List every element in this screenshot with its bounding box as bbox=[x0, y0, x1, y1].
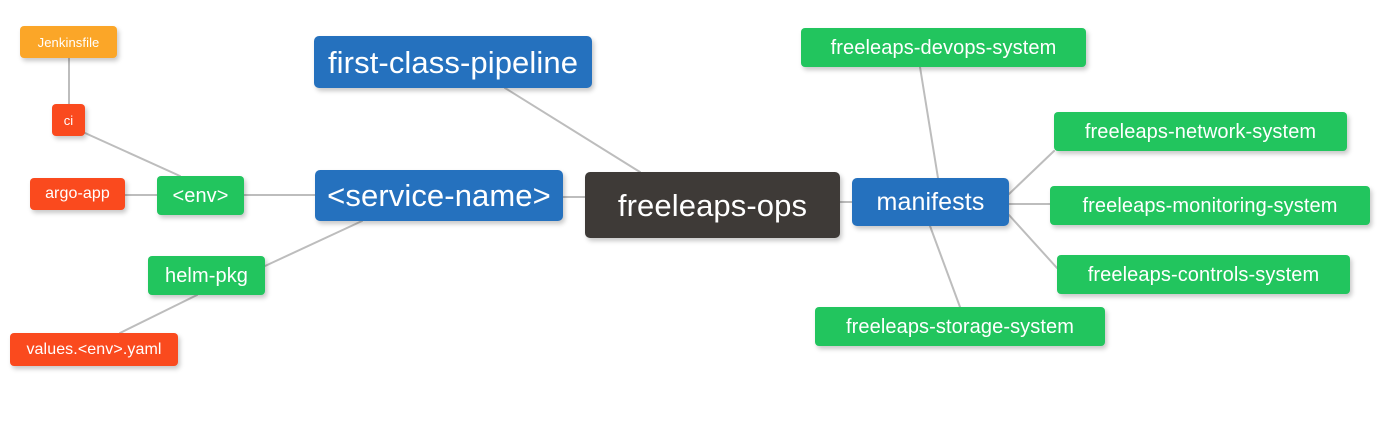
mindmap-node-ci[interactable]: ci bbox=[52, 104, 85, 136]
mindmap-node-manifests[interactable]: manifests bbox=[852, 178, 1009, 226]
mindmap-node-values-env-yaml[interactable]: values.<env>.yaml bbox=[10, 333, 178, 366]
mindmap-node-label: Jenkinsfile bbox=[37, 34, 100, 50]
mindmap-node-label: freeleaps-network-system bbox=[1084, 120, 1317, 143]
edge-service-name-to-helm-pkg bbox=[264, 220, 363, 267]
mindmap-node-jenkinsfile[interactable]: Jenkinsfile bbox=[20, 26, 117, 58]
mindmap-node-label: values.<env>.yaml bbox=[26, 340, 162, 358]
mindmap-node-label: freeleaps-devops-system bbox=[830, 36, 1057, 59]
mindmap-node-freeleaps-storage-system[interactable]: freeleaps-storage-system bbox=[815, 307, 1105, 346]
mindmap-node-service-name[interactable]: <service-name> bbox=[315, 170, 563, 221]
edge-helm-pkg-to-values-env-yaml bbox=[119, 294, 198, 334]
mindmap-node-freeleaps-network-system[interactable]: freeleaps-network-system bbox=[1054, 112, 1347, 151]
mindmap-node-label: <service-name> bbox=[327, 178, 551, 213]
mindmap-node-freeleaps-ops[interactable]: freeleaps-ops bbox=[585, 172, 840, 238]
mindmap-node-label: argo-app bbox=[45, 185, 110, 202]
mindmap-node-freeleaps-monitoring-system[interactable]: freeleaps-monitoring-system bbox=[1050, 186, 1370, 225]
edge-manifests-to-freeleaps-devops-system bbox=[919, 66, 939, 179]
edge-first-class-pipeline-to-freeleaps-ops bbox=[504, 87, 641, 173]
edge-manifests-to-freeleaps-network-system bbox=[1008, 150, 1055, 195]
mindmap-node-argo-app[interactable]: argo-app bbox=[30, 178, 125, 210]
mindmap-node-label: freeleaps-controls-system bbox=[1087, 263, 1320, 286]
mindmap-node-label: <env> bbox=[172, 184, 229, 207]
mindmap-node-label: ci bbox=[63, 112, 74, 128]
mindmap-node-label: freeleaps-monitoring-system bbox=[1082, 194, 1338, 217]
mindmap-node-helm-pkg[interactable]: helm-pkg bbox=[148, 256, 265, 295]
mindmap-node-freeleaps-controls-system[interactable]: freeleaps-controls-system bbox=[1057, 255, 1350, 294]
edge-ci-to-env bbox=[84, 132, 181, 177]
mindmap-node-label: freeleaps-ops bbox=[617, 187, 808, 223]
mindmap-node-freeleaps-devops-system[interactable]: freeleaps-devops-system bbox=[801, 28, 1086, 67]
mindmap-node-first-class-pipeline[interactable]: first-class-pipeline bbox=[314, 36, 592, 88]
mindmap-node-label: freeleaps-storage-system bbox=[845, 315, 1075, 338]
mindmap-node-label: helm-pkg bbox=[164, 264, 249, 287]
edge-manifests-to-freeleaps-storage-system bbox=[929, 225, 961, 308]
mindmap-node-label: first-class-pipeline bbox=[327, 44, 579, 80]
mindmap-node-label: manifests bbox=[876, 187, 985, 216]
mindmap-node-env[interactable]: <env> bbox=[157, 176, 244, 215]
